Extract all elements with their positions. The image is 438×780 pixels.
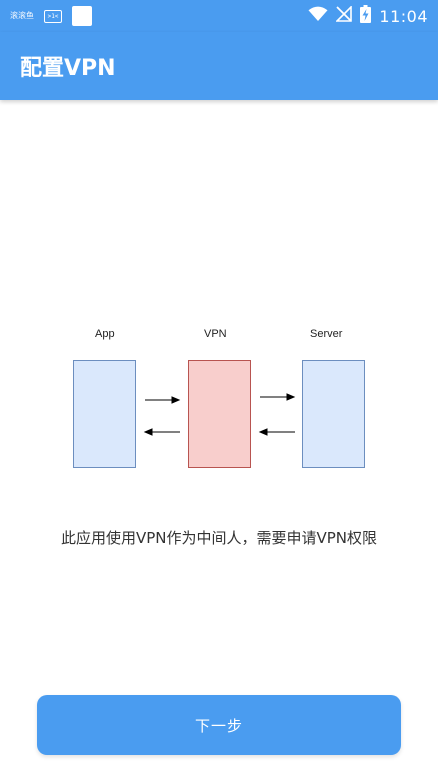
vpn-diagram: App VPN Server [60, 320, 380, 480]
page-title: 配置VPN [20, 56, 116, 81]
battery-charging-icon [360, 5, 372, 27]
terminal-icon-text: >1< [47, 12, 59, 20]
diagram-label-app: App [95, 328, 115, 340]
notification-square-icon [72, 6, 92, 26]
next-button[interactable]: 下一步 [37, 695, 401, 755]
arrow-vpn-to-server-head [286, 393, 296, 401]
server-box [302, 360, 365, 468]
arrow-app-to-vpn-head [171, 396, 181, 404]
vpn-box [188, 360, 251, 468]
arrow-vpn-to-app-head [143, 428, 153, 436]
diagram-arrows [143, 393, 296, 436]
terminal-icon: >1< [44, 9, 62, 23]
diagram-label-server: Server [310, 328, 343, 340]
status-time: 11:04 [379, 6, 428, 26]
arrow-server-to-vpn-head [258, 428, 268, 436]
vpn-description: 此应用使用VPN作为中间人，需要申请VPN权限 [60, 529, 378, 547]
status-notification-text: 滚滚鱼 [10, 11, 34, 20]
wifi-icon [308, 6, 328, 26]
app-box [73, 360, 136, 468]
no-signal-icon [335, 5, 353, 26]
status-bar: 滚滚鱼 >1< 11:04 [0, 0, 438, 32]
app-bar: 配置VPN [0, 32, 438, 100]
diagram-label-vpn: VPN [204, 328, 227, 340]
